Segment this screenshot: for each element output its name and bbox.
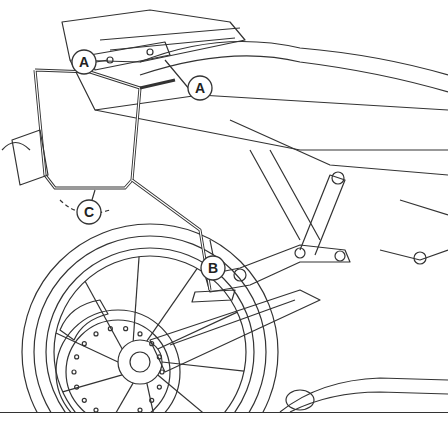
callout-circle: A [71, 49, 97, 75]
callout-letter: C [84, 204, 94, 220]
pannier-frame [35, 70, 140, 188]
license-holder [12, 130, 48, 185]
swing-arm [150, 290, 320, 372]
brake-disc [56, 310, 180, 412]
frame-line [0, 412, 448, 413]
callout-letter: B [208, 260, 218, 276]
callout-letter: A [195, 80, 205, 96]
callout-circle: C [76, 199, 102, 225]
callout-circle: A [187, 75, 213, 101]
seat [140, 42, 448, 75]
rear-tire [22, 224, 278, 412]
rack-plate [90, 42, 170, 70]
callout-circle: B [200, 255, 226, 281]
footpeg-bracket [205, 245, 350, 292]
callout-letter: A [79, 54, 89, 70]
